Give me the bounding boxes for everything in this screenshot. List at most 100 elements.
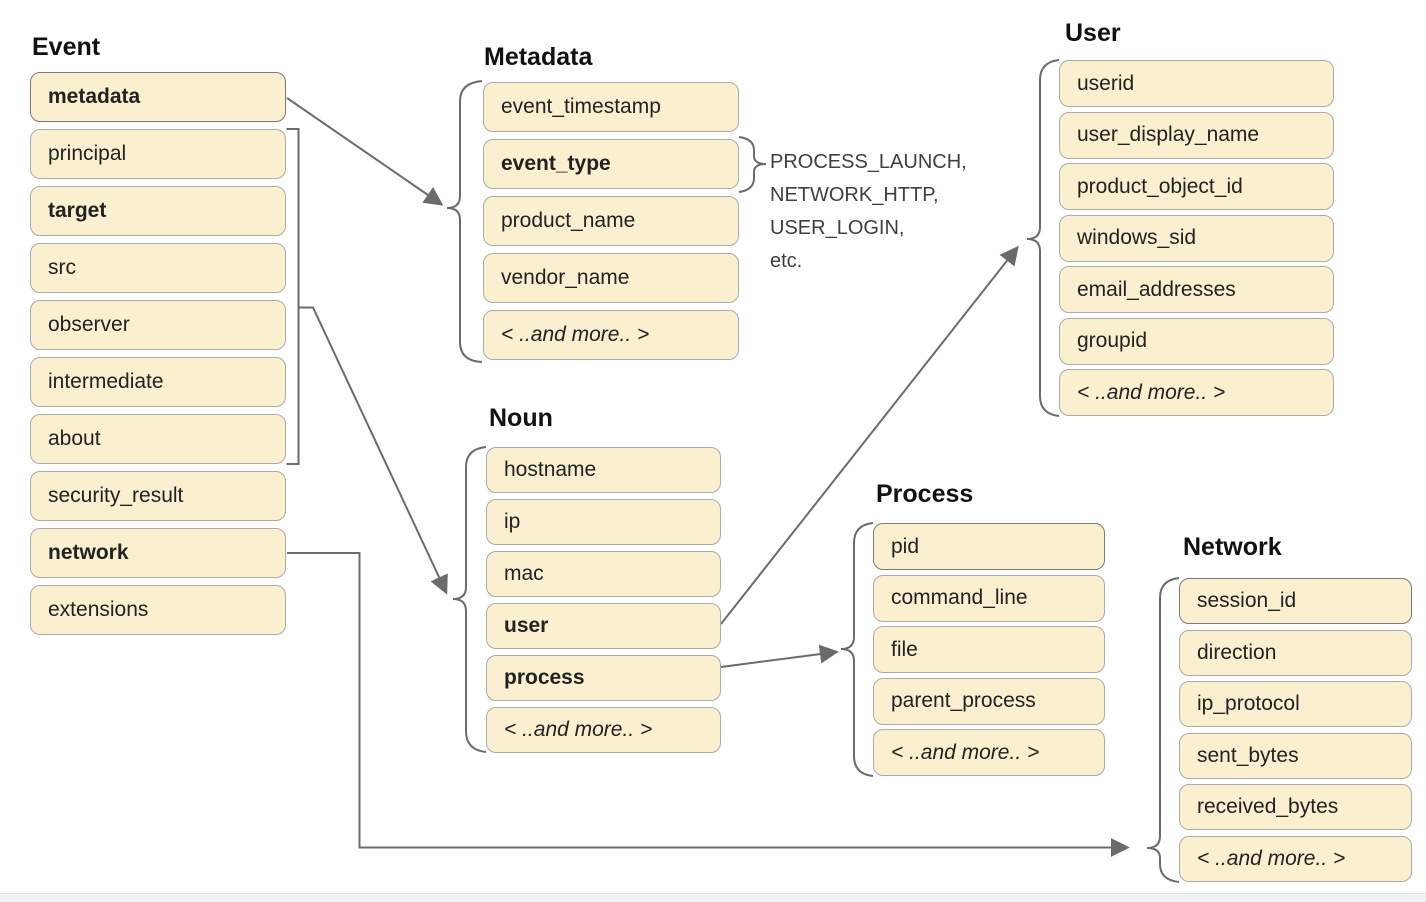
field-label: file bbox=[891, 637, 918, 661]
field-box-session_id: session_id bbox=[1179, 578, 1412, 624]
group-event-fields: metadata principal target src observer interm… bbox=[30, 72, 286, 642]
field-label: < ..and more.. > bbox=[891, 740, 1040, 764]
field-label: user bbox=[504, 614, 549, 637]
field-box-event_timestamp: event_timestamp bbox=[483, 82, 739, 132]
field-box-extensions: extensions bbox=[30, 585, 286, 635]
group-title-event: Event bbox=[32, 33, 101, 61]
field-label: pid bbox=[891, 534, 920, 558]
field-label: direction bbox=[1197, 640, 1277, 664]
group-title-noun: Noun bbox=[489, 404, 553, 432]
arrow-event-fields-to-noun-group bbox=[298, 306, 448, 595]
field-label: observer bbox=[48, 313, 130, 336]
field-label: security_result bbox=[48, 484, 184, 507]
field-box-received_bytes: received_bytes bbox=[1179, 784, 1412, 830]
field-label: principal bbox=[48, 142, 127, 165]
field-label: process bbox=[504, 666, 585, 689]
group-title-network: Network bbox=[1183, 533, 1282, 561]
field-box-event_type: event_type bbox=[483, 139, 739, 189]
annotation-line: etc. bbox=[770, 250, 803, 272]
field-label: event_timestamp bbox=[501, 95, 661, 118]
field-label: sent_bytes bbox=[1197, 743, 1299, 767]
field-label: network bbox=[48, 541, 129, 564]
field-box-andmore: < ..and more.. > bbox=[1179, 835, 1412, 882]
field-box-hostname: hostname bbox=[486, 447, 721, 493]
field-box-product_name: product_name bbox=[483, 196, 739, 246]
field-box-network: network bbox=[30, 528, 286, 578]
field-label: userid bbox=[1077, 71, 1135, 95]
field-label: user_display_name bbox=[1077, 123, 1260, 146]
user-group-brace bbox=[1026, 59, 1060, 417]
network-group-brace bbox=[1146, 577, 1180, 883]
event-type-values-brace bbox=[738, 136, 767, 193]
field-box-andmore: < ..and more.. > bbox=[486, 707, 721, 753]
field-box-parent_process: parent_process bbox=[873, 677, 1105, 725]
field-box-process: process bbox=[486, 655, 721, 701]
field-label: mac bbox=[504, 562, 544, 585]
field-label: parent_process bbox=[891, 689, 1036, 712]
group-user-fields: userid user_display_name product_object_id… bbox=[1059, 60, 1334, 421]
field-box-sent_bytes: sent_bytes bbox=[1179, 732, 1412, 779]
field-box-target: target bbox=[30, 186, 286, 236]
field-box-windows_sid: windows_sid bbox=[1059, 214, 1334, 262]
field-label: product_object_id bbox=[1077, 174, 1243, 198]
page-bottom-edge bbox=[0, 893, 1426, 902]
field-label: < ..and more.. > bbox=[504, 718, 653, 741]
arrow-process-to-process-group bbox=[720, 644, 839, 668]
group-title-process: Process bbox=[876, 480, 974, 508]
field-label: email_addresses bbox=[1077, 277, 1236, 301]
field-label: vendor_name bbox=[501, 266, 630, 289]
field-box-about: about bbox=[30, 414, 286, 464]
field-label: about bbox=[48, 427, 101, 450]
field-box-intermediate: intermediate bbox=[30, 357, 286, 407]
field-box-security_result: security_result bbox=[30, 471, 286, 521]
group-title-user: User bbox=[1065, 19, 1121, 47]
annotation-line: PROCESS_LAUNCH, bbox=[770, 151, 967, 173]
field-box-direction: direction bbox=[1179, 629, 1412, 676]
field-label: groupid bbox=[1077, 329, 1148, 352]
field-label: event_type bbox=[501, 152, 611, 175]
field-label: ip bbox=[504, 510, 521, 533]
field-label: received_bytes bbox=[1197, 795, 1339, 818]
field-label: windows_sid bbox=[1077, 226, 1197, 249]
field-box-user: user bbox=[486, 603, 721, 649]
field-label: src bbox=[48, 256, 76, 279]
field-box-file: file bbox=[873, 626, 1105, 673]
field-box-vendor_name: vendor_name bbox=[483, 253, 739, 303]
field-label: session_id bbox=[1197, 589, 1297, 612]
event-noun-fields-bracket bbox=[286, 128, 300, 465]
field-box-ip: ip bbox=[486, 499, 721, 545]
field-box-groupid: groupid bbox=[1059, 317, 1334, 365]
field-label: command_line bbox=[891, 586, 1028, 609]
group-network-fields: session_id direction ip_protocol sent_bytes… bbox=[1179, 578, 1412, 887]
field-box-userid: userid bbox=[1059, 60, 1334, 107]
annotation-line: USER_LOGIN, bbox=[770, 217, 905, 239]
arrow-metadata-to-metadata-group bbox=[286, 97, 444, 206]
field-label: product_name bbox=[501, 209, 636, 232]
field-box-command_line: command_line bbox=[873, 574, 1105, 622]
field-label: extensions bbox=[48, 598, 149, 621]
field-box-src: src bbox=[30, 243, 286, 293]
field-label: intermediate bbox=[48, 370, 164, 393]
field-label: metadata bbox=[48, 85, 141, 108]
group-noun-fields: hostname ip mac user process < ..and more.. > bbox=[486, 447, 721, 759]
field-box-andmore: < ..and more.. > bbox=[483, 310, 739, 360]
process-group-brace bbox=[840, 522, 874, 777]
field-label: target bbox=[48, 199, 107, 222]
field-label: < ..and more.. > bbox=[501, 323, 650, 346]
metadata-group-brace bbox=[446, 80, 483, 363]
event-type-values-annotation: PROCESS_LAUNCH, NETWORK_HTTP, USER_LOGIN… bbox=[770, 146, 967, 278]
annotation-line: NETWORK_HTTP, bbox=[770, 184, 939, 206]
field-box-observer: observer bbox=[30, 300, 286, 350]
field-box-pid: pid bbox=[873, 523, 1105, 570]
field-box-product_object_id: product_object_id bbox=[1059, 163, 1334, 210]
field-label: hostname bbox=[504, 458, 597, 481]
field-label: ip_protocol bbox=[1197, 692, 1300, 715]
field-box-principal: principal bbox=[30, 129, 286, 179]
field-box-andmore: < ..and more.. > bbox=[873, 729, 1105, 776]
field-box-ip_protocol: ip_protocol bbox=[1179, 681, 1412, 727]
field-label: < ..and more.. > bbox=[1197, 846, 1346, 870]
field-box-user_display_name: user_display_name bbox=[1059, 111, 1334, 159]
field-box-email_addresses: email_addresses bbox=[1059, 266, 1334, 313]
